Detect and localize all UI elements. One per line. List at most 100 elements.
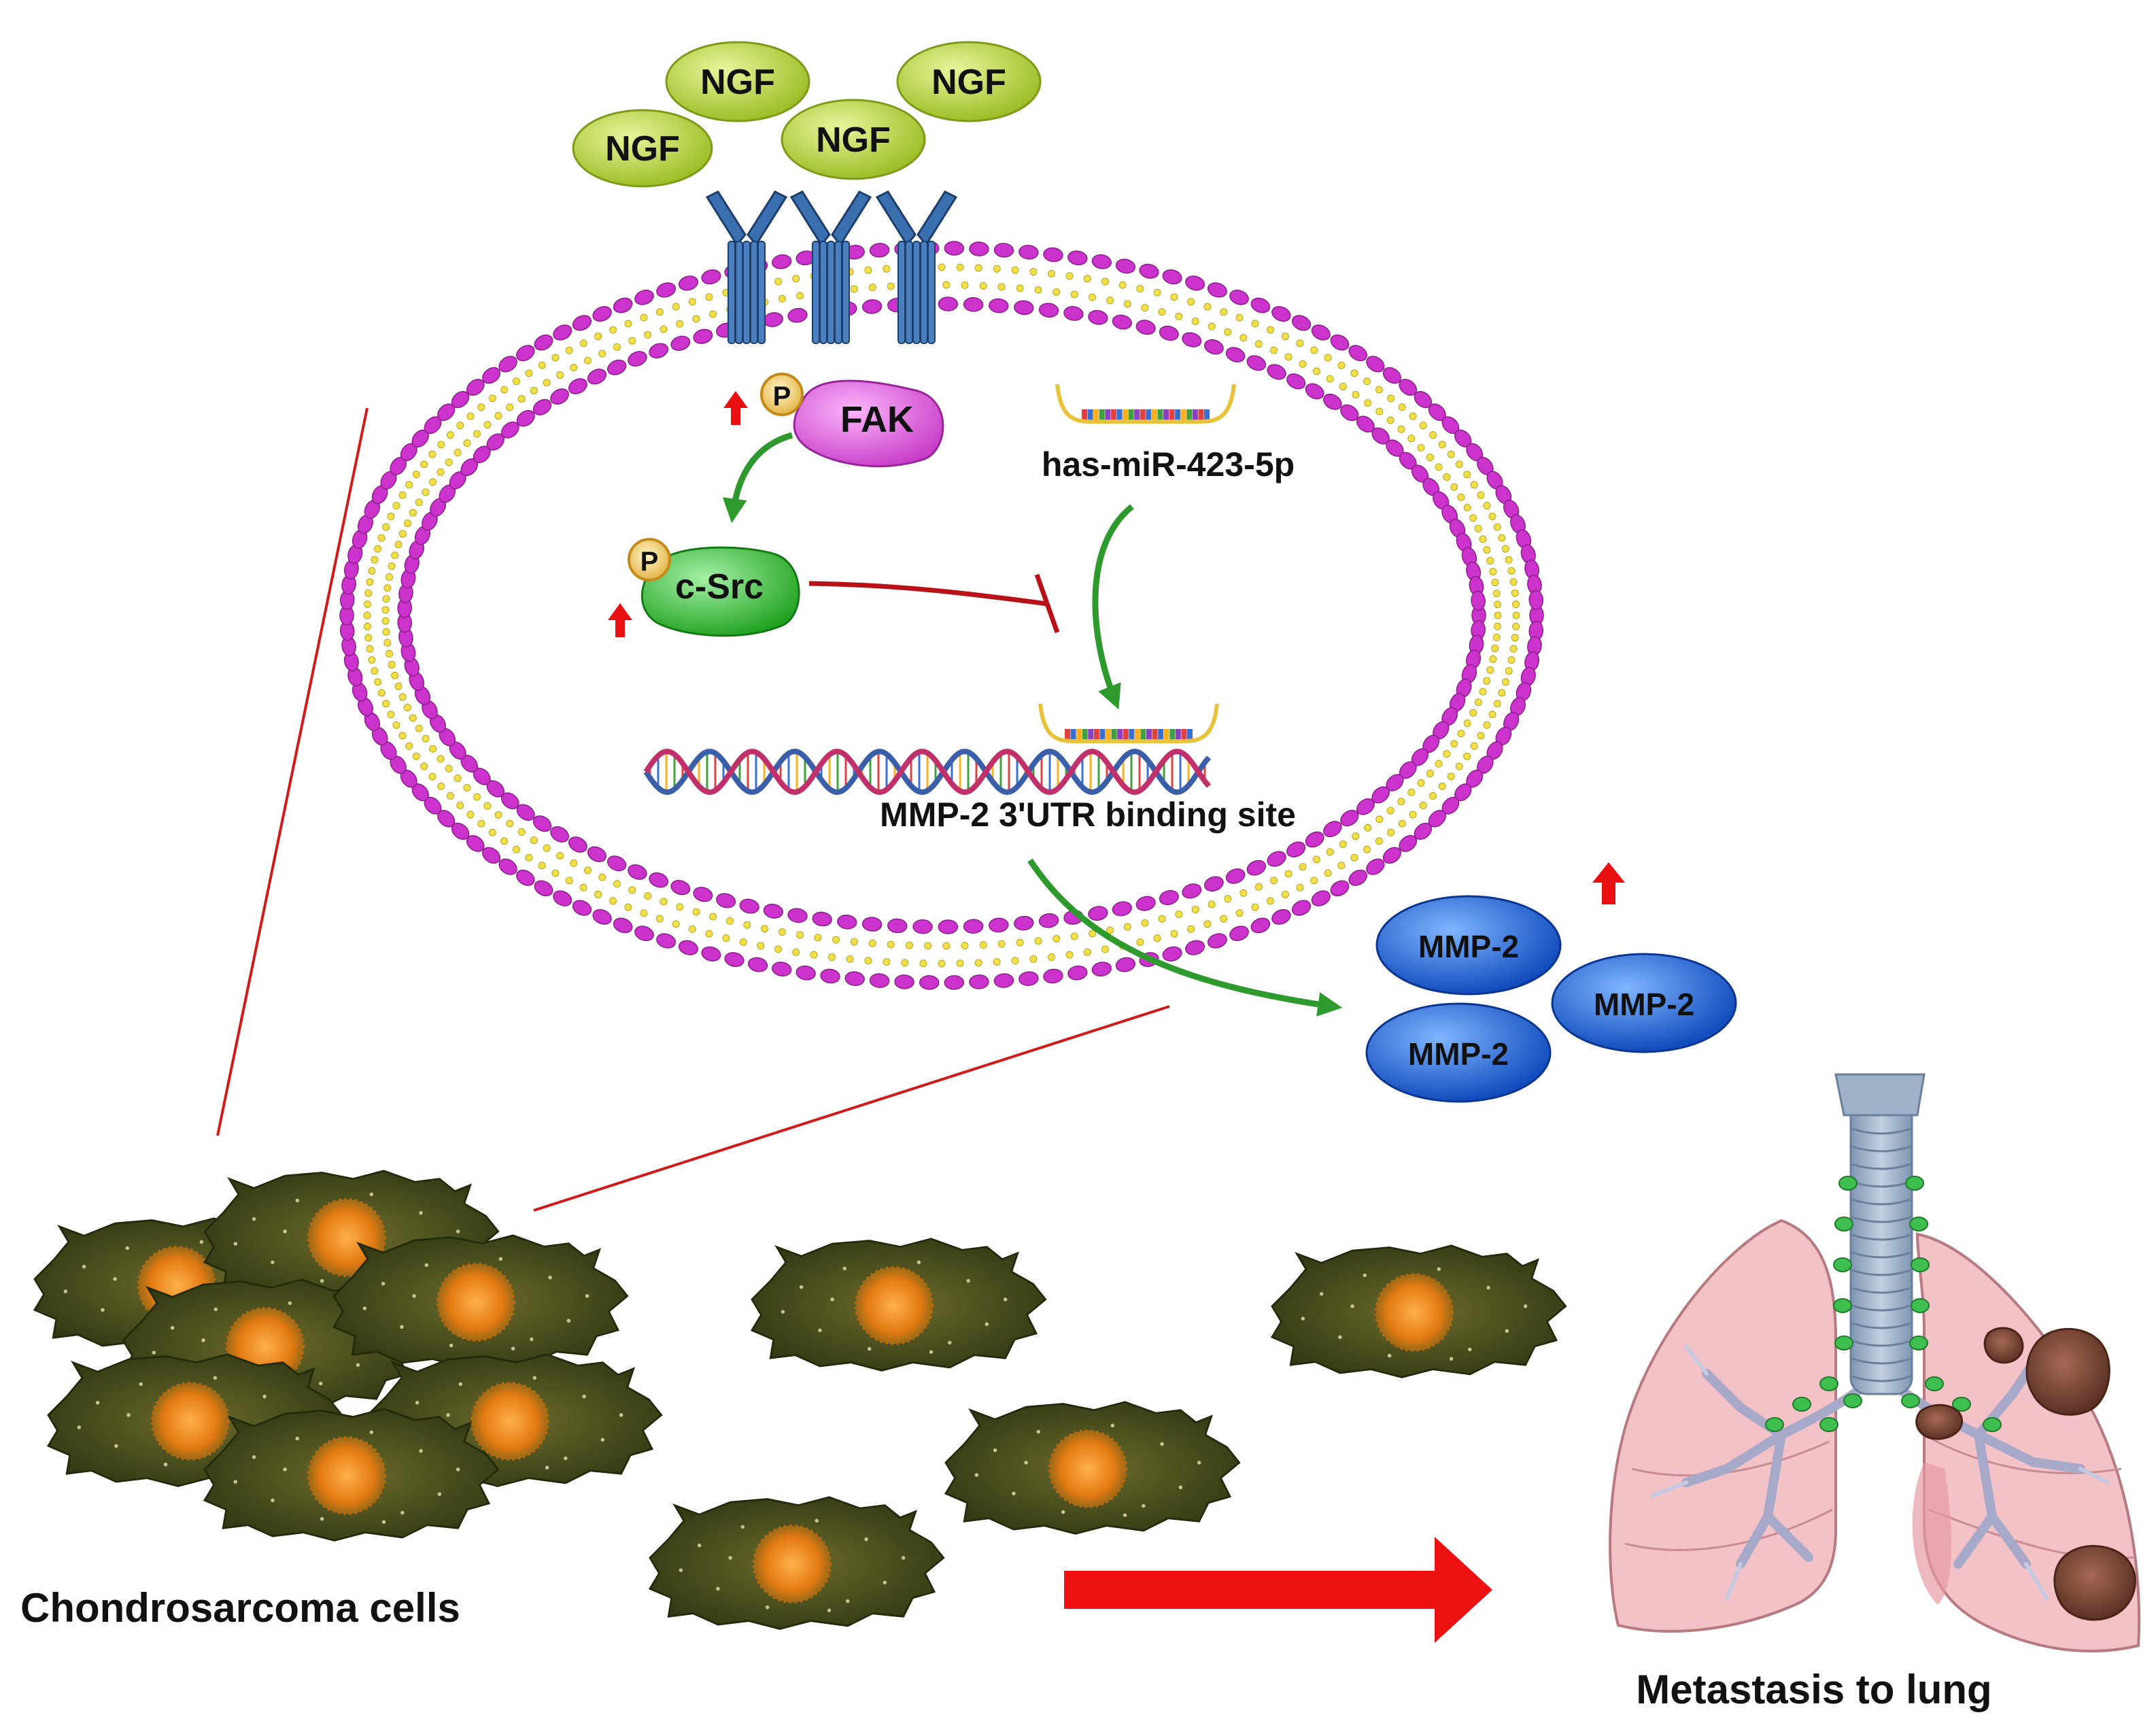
lipid-tail <box>437 441 445 449</box>
lipid-tail <box>1457 730 1465 738</box>
lipid-tail <box>1220 308 1228 316</box>
lipid-tail <box>997 940 1006 948</box>
lipid-tail <box>1438 441 1446 449</box>
lipid-tail <box>868 939 876 947</box>
lipid-head <box>1203 339 1224 355</box>
lipid-head <box>944 975 965 990</box>
lipid-tail <box>409 714 417 722</box>
lipid-head <box>693 328 713 344</box>
receptor-group <box>705 190 958 344</box>
lipid-tail <box>778 928 786 936</box>
lipid-head <box>993 973 1014 988</box>
lipid-head <box>701 269 721 285</box>
lipid-tail <box>1375 837 1383 845</box>
lipid-tail <box>1266 897 1274 905</box>
lipid-tail <box>500 837 509 845</box>
lipid-tail <box>446 792 454 800</box>
lipid-tail <box>1224 328 1232 336</box>
lipid-tail <box>1326 375 1334 383</box>
lipid-tail <box>739 938 747 946</box>
lipid-tail <box>366 645 374 653</box>
lipid-tail <box>1488 711 1496 719</box>
zoom-line-right <box>533 1005 1170 1212</box>
lipid-tail <box>956 263 964 271</box>
lipid-tail <box>1386 416 1394 424</box>
lipid-tail <box>1486 557 1494 565</box>
lipid-head <box>1038 303 1059 318</box>
lipid-tail <box>422 488 430 496</box>
lipid-tail <box>1299 863 1307 871</box>
lipid-head <box>1356 798 1375 815</box>
lipid-tail <box>446 431 454 439</box>
lipid-head <box>1291 315 1312 331</box>
lipid-tail <box>466 811 475 819</box>
lipid-tail <box>565 346 573 354</box>
lipid-tail <box>1324 869 1332 877</box>
lipid-head <box>572 315 592 331</box>
lipid-tail <box>374 678 382 686</box>
lipid-tail <box>760 925 768 933</box>
phospho-icon: P <box>628 538 671 581</box>
lipid-head <box>1267 364 1286 380</box>
lipid-head <box>515 345 535 362</box>
lipid-tail <box>428 450 437 458</box>
lipid-tail <box>905 941 913 949</box>
lipid-head <box>1091 962 1112 976</box>
lymph-node <box>1834 1217 1853 1231</box>
lipid-tail <box>979 282 987 290</box>
lipid-tail <box>1029 268 1038 276</box>
lipid-tail <box>919 959 927 968</box>
lipid-tail <box>583 356 592 364</box>
lipid-tail <box>644 892 652 900</box>
lipid-tail <box>1101 277 1109 286</box>
lymph-node <box>1834 1336 1853 1350</box>
lipid-tail <box>792 948 800 956</box>
lipid-tail <box>1512 622 1520 630</box>
lipid-tail <box>796 931 804 939</box>
lipid-tail <box>1187 925 1195 933</box>
lipid-tail <box>997 283 1006 291</box>
lipid-tail <box>1016 284 1024 292</box>
lipid-tail <box>1350 853 1358 862</box>
lipid-tail <box>565 877 573 885</box>
lipid-tail <box>1118 281 1127 289</box>
lipid-tail <box>1498 689 1506 697</box>
lipid-tail <box>1387 394 1395 403</box>
lipid-tail <box>1509 578 1518 586</box>
lipid-head <box>592 306 612 322</box>
lipid-tail <box>466 412 475 420</box>
cell-icon <box>1271 1244 1567 1379</box>
lipid-tail <box>1326 848 1334 856</box>
lipid-tail <box>463 439 471 447</box>
lipid-head <box>1225 868 1246 884</box>
lipid-head <box>993 243 1014 258</box>
lipid-tail <box>1175 911 1183 919</box>
lipid-tail <box>368 567 376 575</box>
lipid-tail <box>1364 823 1372 832</box>
lipid-tail <box>394 541 403 549</box>
lipid-tail <box>456 422 464 430</box>
lipid-tail <box>810 951 818 959</box>
lipid-tail <box>1296 883 1304 891</box>
lipid-tail <box>1498 534 1506 542</box>
lipid-tail <box>1438 782 1446 790</box>
lipid-tail <box>1407 435 1416 443</box>
lipid-head <box>606 359 627 375</box>
lipid-tail <box>1224 895 1232 903</box>
lipid-tail <box>1016 938 1024 947</box>
lipid-tail <box>1455 460 1463 469</box>
lipid-tail <box>901 959 909 967</box>
lipid-tail <box>942 281 951 289</box>
lipid-tail <box>1398 403 1406 411</box>
lipid-tail <box>382 595 390 603</box>
lipid-tail <box>387 711 395 719</box>
lipid-head <box>693 887 713 902</box>
lipid-tail <box>1053 288 1061 296</box>
lipid-tail <box>1511 634 1519 642</box>
lipid-tail <box>883 265 891 273</box>
lipid-head <box>628 351 647 367</box>
lipid-tail <box>1337 862 1346 870</box>
lipid-tail <box>609 897 617 905</box>
lymph-node <box>1833 1298 1852 1313</box>
lymph-node <box>1952 1397 1971 1412</box>
